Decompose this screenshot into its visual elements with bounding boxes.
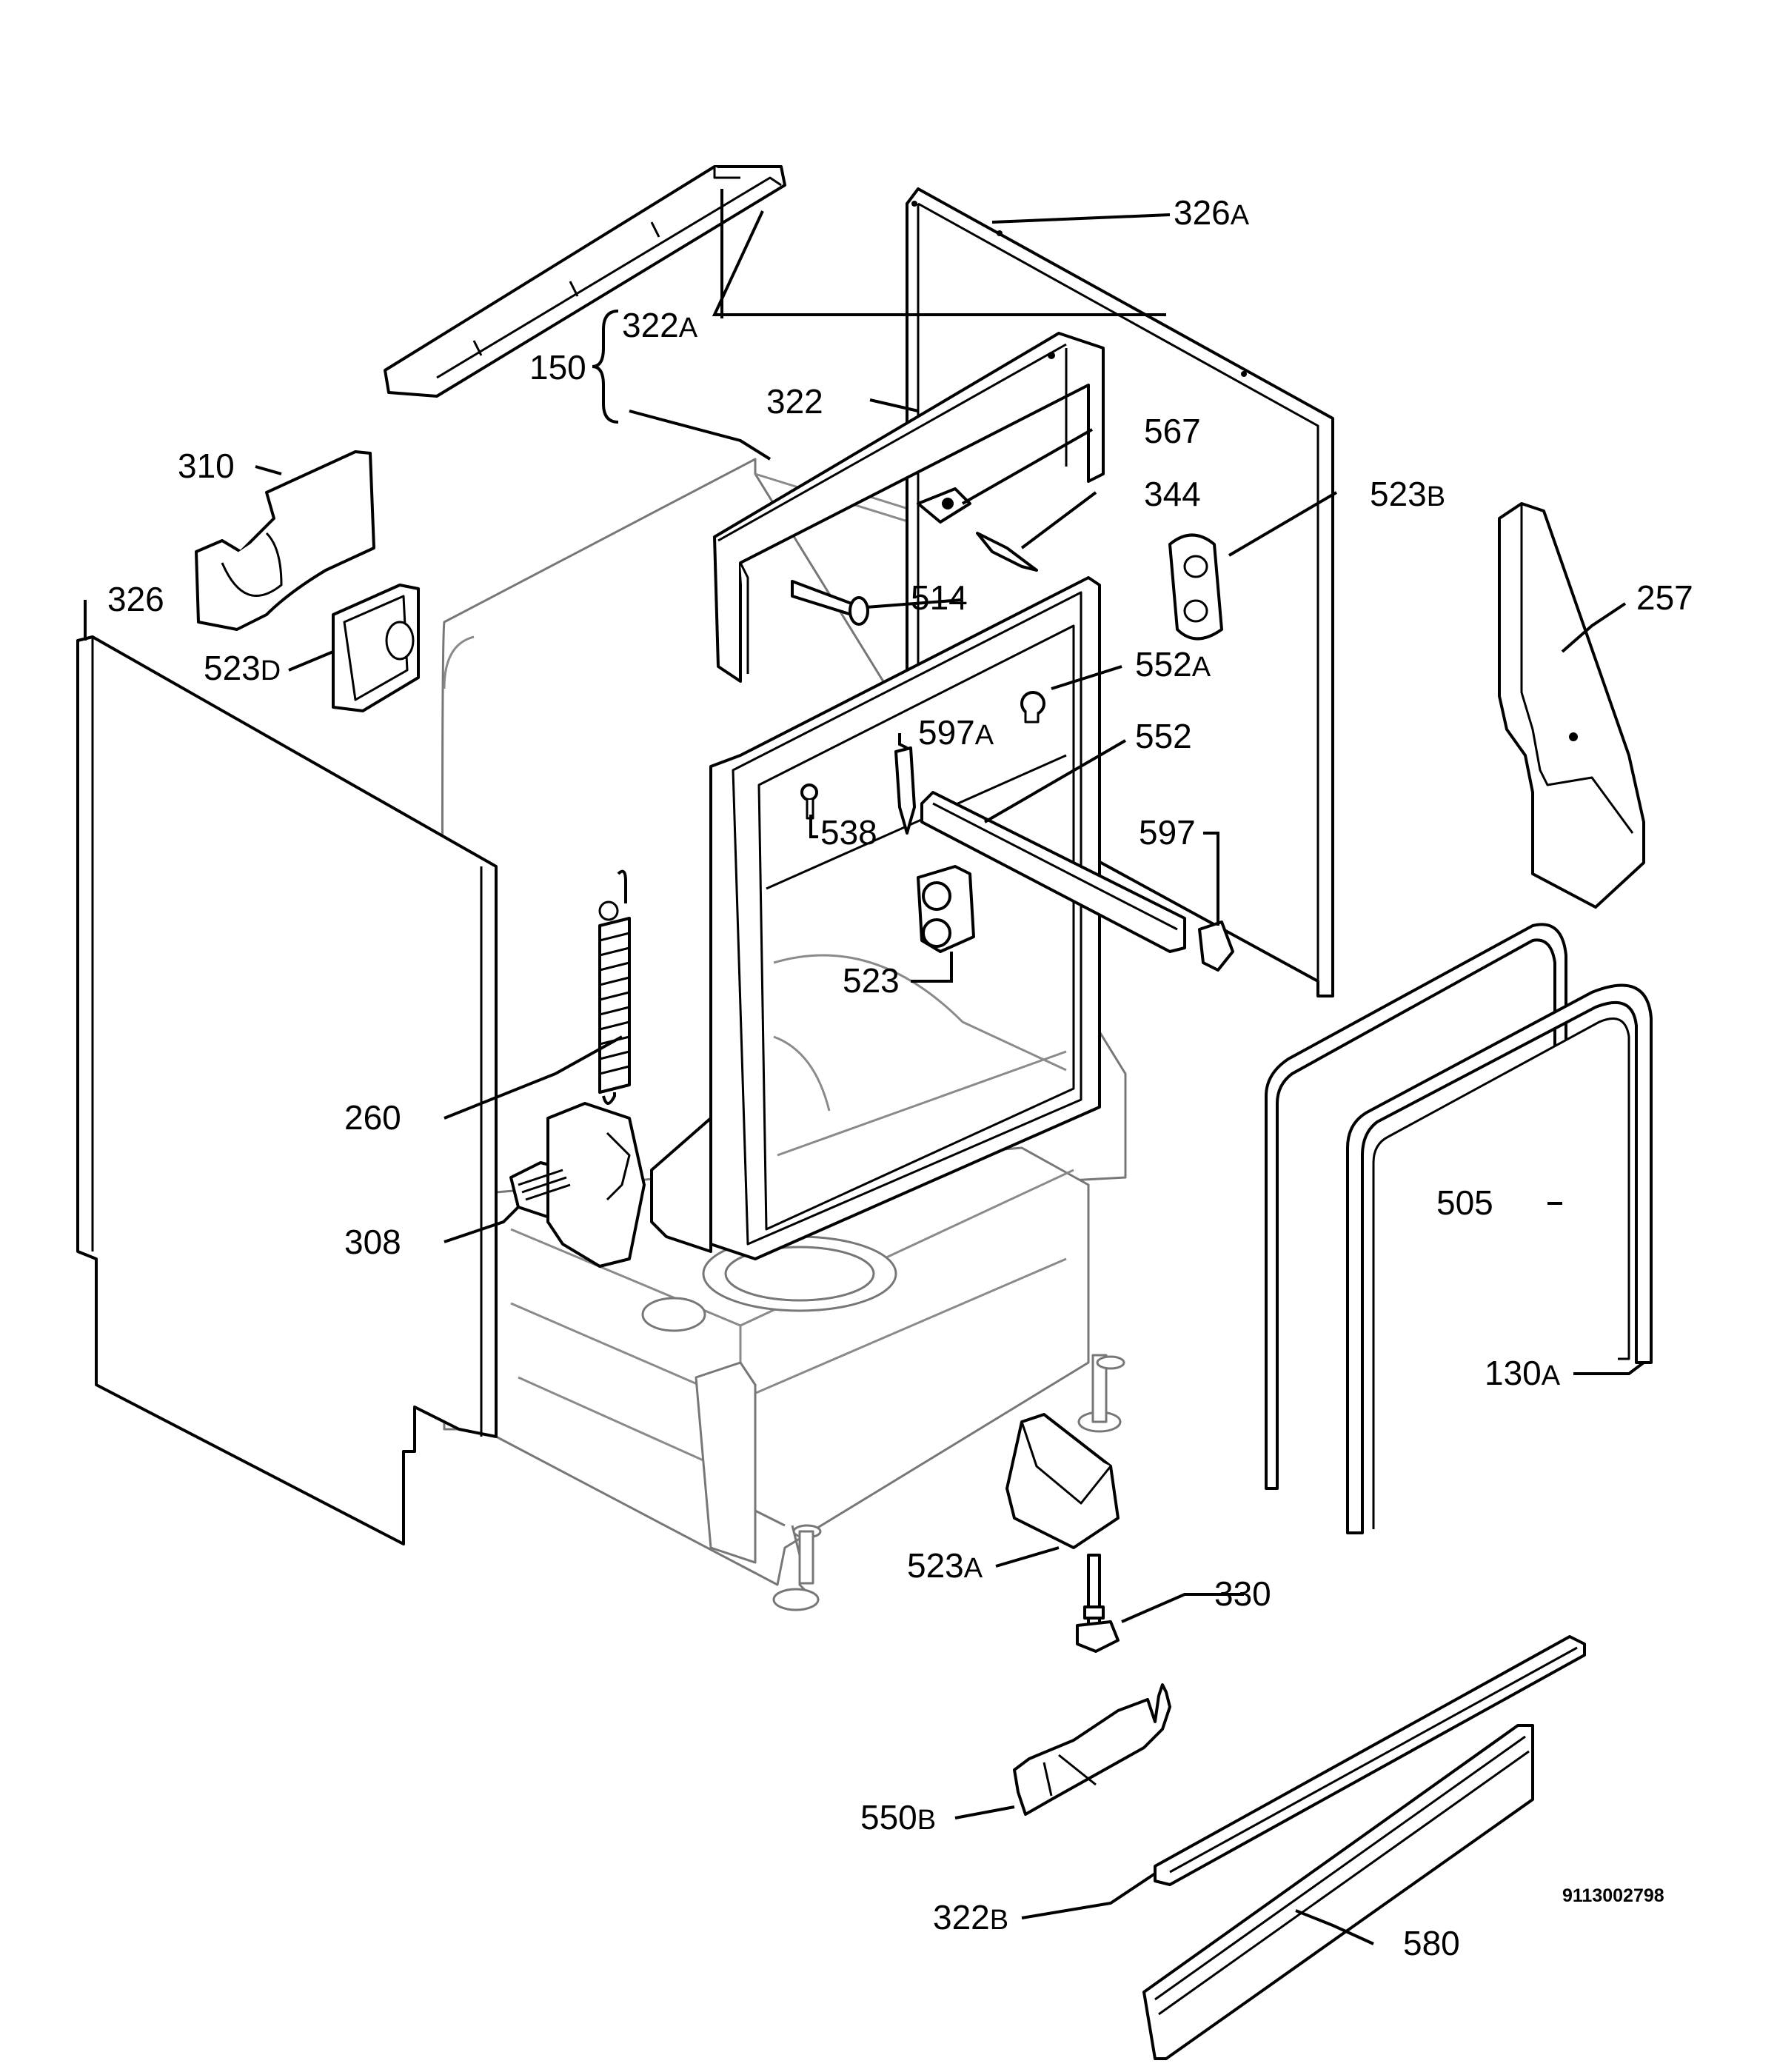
label-523a: 523A [907,1546,983,1585]
label-322: 322 [766,382,823,421]
label-514: 514 [911,578,968,617]
door-tub-frame[interactable] [650,576,1101,1260]
label-257: 257 [1636,578,1693,617]
bracket-550b[interactable] [1013,1683,1171,1816]
label-322a: 322A [622,306,698,344]
label-322b: 322B [933,1898,1008,1936]
label-310: 310 [178,447,235,485]
label-597: 597 [1139,813,1196,852]
button-552a[interactable] [1020,691,1045,723]
clip-344[interactable] [976,532,1038,572]
label-523d: 523D [204,649,281,687]
label-523: 523 [843,961,900,1000]
grommet-523[interactable] [917,865,975,953]
label-505: 505 [1436,1183,1493,1222]
rail-552[interactable] [920,791,1186,953]
label-580: 580 [1403,1924,1460,1962]
label-567: 567 [1144,412,1201,450]
screw-514[interactable] [791,580,869,626]
seal-130a[interactable] [1346,983,1653,1534]
left-side-panel-326[interactable] [76,635,498,1545]
grommet-523b[interactable] [1168,533,1223,641]
label-538: 538 [820,813,877,852]
hinge-308[interactable] [509,1102,646,1268]
label-260: 260 [344,1098,401,1137]
part-labels: 326A 322A 150 322 567 344 523B 310 514 2… [107,193,1693,1962]
bracket-523d[interactable] [332,584,420,712]
spring-260[interactable] [598,869,631,1105]
label-344: 344 [1144,475,1201,513]
cover-310[interactable] [195,450,375,631]
panel-580[interactable] [1142,1724,1534,2060]
label-326: 326 [107,580,164,618]
bracket-567[interactable] [917,487,971,524]
rail-322b[interactable] [1154,1635,1586,1886]
label-130a: 130A [1485,1354,1561,1392]
document-number: 9113002798 [1562,1885,1664,1906]
leader-lines [84,189,1645,1945]
clip-597a[interactable] [894,746,916,835]
foot-330[interactable] [1076,1554,1120,1653]
top-rail-322a[interactable] [384,165,786,398]
label-150: 150 [529,348,586,387]
label-552a: 552A [1135,645,1211,684]
label-308: 308 [344,1223,401,1261]
label-523b: 523B [1370,475,1445,513]
label-326a: 326A [1174,193,1250,232]
side-insulation-257[interactable] [1498,502,1645,909]
bracket-523a[interactable] [1005,1413,1120,1549]
screw-538[interactable] [800,783,818,820]
label-552: 552 [1135,717,1192,755]
label-330: 330 [1214,1574,1271,1613]
label-597a: 597A [918,713,994,752]
label-550b: 550B [860,1798,936,1837]
